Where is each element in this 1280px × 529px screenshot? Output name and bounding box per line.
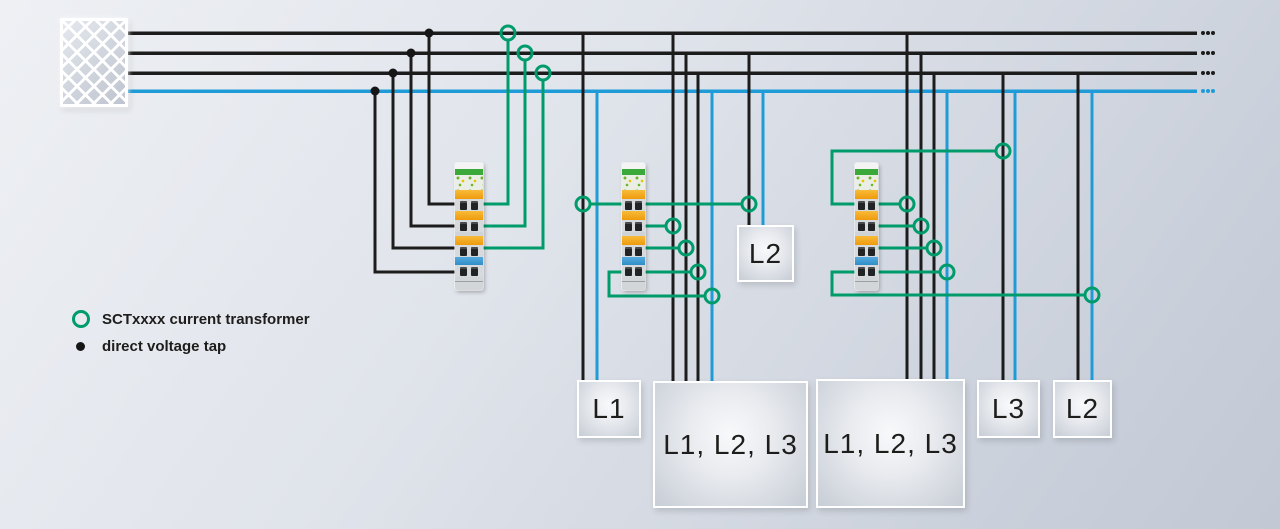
load-label: L2 bbox=[1065, 393, 1100, 424]
load-label: L3 bbox=[991, 393, 1026, 424]
ct-wire bbox=[482, 61, 527, 228]
legend-label: direct voltage tap bbox=[102, 337, 227, 355]
bus-continuation-dot bbox=[1201, 71, 1205, 75]
voltage-tap-dot-icon bbox=[72, 341, 92, 351]
measurement-terminal-2 bbox=[622, 163, 645, 290]
voltage-tap-wire bbox=[373, 91, 456, 274]
voltage-tap-wire bbox=[427, 33, 456, 206]
module-status-leds bbox=[622, 175, 645, 190]
ct-wire bbox=[607, 270, 704, 298]
current-transformer-ring bbox=[534, 64, 552, 82]
module-led-bar bbox=[622, 169, 645, 175]
ct-wire bbox=[482, 41, 510, 206]
load-box-l1: L1 bbox=[577, 380, 641, 438]
current-transformer-ring bbox=[994, 142, 1012, 160]
module-status-leds bbox=[455, 175, 483, 190]
current-transformer-ring bbox=[925, 239, 943, 257]
module-led-bar bbox=[455, 169, 483, 175]
measurement-terminal-3 bbox=[855, 163, 878, 290]
bus-continuation-dot bbox=[1206, 31, 1210, 35]
current-transformer-ring bbox=[938, 263, 956, 281]
ct-wire bbox=[830, 149, 995, 206]
bus-continuation-dot bbox=[1201, 31, 1205, 35]
load-label: L1 bbox=[592, 393, 626, 424]
bus-continuation-dot bbox=[1201, 89, 1205, 93]
bus-continuation-dot bbox=[1206, 89, 1210, 93]
bus-continuation-dot bbox=[1206, 51, 1210, 55]
current-transformer-ring bbox=[499, 24, 517, 42]
voltage-tap-dot bbox=[406, 48, 416, 58]
voltage-tap-wire bbox=[391, 73, 456, 250]
load-box-l2-mid: L2 bbox=[737, 225, 794, 282]
current-transformer-ring bbox=[898, 195, 916, 213]
current-transformer-ring-icon bbox=[72, 310, 92, 328]
ct-wire bbox=[482, 81, 545, 250]
load-box-l123-b: L1, L2, L3 bbox=[816, 379, 965, 508]
legend-item-voltage-tap: direct voltage tap bbox=[72, 337, 310, 355]
grid-transformer-symbol bbox=[60, 18, 128, 107]
load-box-l123-a: L1, L2, L3 bbox=[653, 381, 808, 508]
current-transformer-ring bbox=[703, 287, 721, 305]
current-transformer-ring bbox=[1083, 286, 1101, 304]
legend: SCTxxxx current transformer direct volta… bbox=[72, 310, 310, 364]
load-label: L2 bbox=[748, 237, 783, 269]
voltage-tap-wire bbox=[409, 53, 456, 228]
current-transformer-ring bbox=[574, 195, 592, 213]
load-box-l2-right: L2 bbox=[1053, 380, 1112, 438]
ct-wire bbox=[830, 270, 1084, 297]
current-transformer-ring bbox=[516, 44, 534, 62]
load-label: L1, L2, L3 bbox=[663, 428, 798, 460]
bus-continuation-dot bbox=[1211, 31, 1215, 35]
current-transformer-ring bbox=[664, 217, 682, 235]
legend-item-current-transformer: SCTxxxx current transformer bbox=[72, 310, 310, 328]
module-status-leds bbox=[855, 175, 878, 190]
current-transformer-ring bbox=[740, 195, 758, 213]
measurement-terminal-1 bbox=[455, 163, 483, 290]
bus-continuation-dot bbox=[1201, 51, 1205, 55]
bus-continuation-dot bbox=[1211, 51, 1215, 55]
load-label: L1, L2, L3 bbox=[823, 427, 958, 459]
module-led-bar bbox=[855, 169, 878, 175]
current-transformer-ring bbox=[912, 217, 930, 235]
bus-continuation-dot bbox=[1211, 71, 1215, 75]
load-box-l3: L3 bbox=[977, 380, 1040, 438]
current-transformer-ring bbox=[689, 263, 707, 281]
legend-label: SCTxxxx current transformer bbox=[102, 310, 310, 328]
bus-continuation-dot bbox=[1206, 71, 1210, 75]
voltage-tap-dot bbox=[388, 68, 398, 78]
voltage-tap-dot bbox=[424, 28, 434, 38]
voltage-tap-dot bbox=[370, 86, 380, 96]
bus-continuation-dot bbox=[1211, 89, 1215, 93]
current-transformer-ring bbox=[677, 239, 695, 257]
